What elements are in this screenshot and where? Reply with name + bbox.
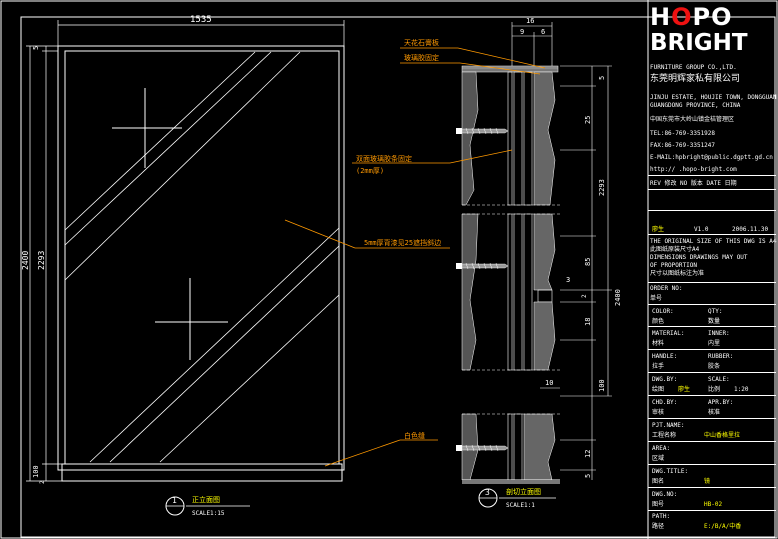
reflection-line bbox=[109, 245, 340, 463]
floor-hatch bbox=[462, 480, 560, 484]
title-block: HOPO BRIGHT FURNITURE GROUP CO.,LTD. 东莞明… bbox=[648, 3, 777, 530]
mirror-glass bbox=[64, 50, 340, 465]
dim-height-total-label: 2400 bbox=[21, 251, 30, 270]
dim-2400: 2400 bbox=[614, 289, 622, 306]
mirror-bottom-strip bbox=[61, 463, 343, 482]
callout-glue: 玻璃胶固定 bbox=[404, 53, 439, 62]
view-number: 3 bbox=[485, 488, 490, 497]
callout-tape: 双面玻璃胶条固定 bbox=[356, 154, 412, 163]
ceiling-hatch bbox=[461, 65, 559, 73]
tel: TEL:86-769-3351928 bbox=[650, 130, 716, 137]
dim-10: 10 bbox=[545, 379, 553, 387]
revision-header: REV 修改 NO 版本 DATE 日期 bbox=[650, 180, 737, 187]
view-scale: SCALE1:15 bbox=[192, 510, 225, 517]
company-logo-bright: BRIGHT bbox=[650, 30, 748, 56]
dim-width-label: 1535 bbox=[190, 15, 212, 25]
reflection-line bbox=[64, 51, 256, 231]
dim-16: 16 bbox=[526, 17, 534, 25]
screw-icon bbox=[456, 127, 509, 135]
callout-gap: 白色缝 bbox=[404, 431, 425, 440]
dim-2293: 2293 bbox=[598, 179, 606, 196]
reflection-line bbox=[64, 51, 272, 246]
screw-icon bbox=[456, 262, 509, 270]
callout-tape-thickness: (2mm厚) bbox=[356, 167, 384, 175]
mirror-outer-frame bbox=[57, 45, 345, 471]
dim-top-label: 5 bbox=[32, 46, 40, 50]
dim-18: 18 bbox=[584, 318, 592, 326]
screw-icon bbox=[456, 444, 509, 452]
dim-9: 9 bbox=[520, 28, 524, 36]
dim-height-glass-label: 2293 bbox=[37, 251, 46, 270]
callout-leader bbox=[324, 439, 401, 467]
wall-hatch-middle bbox=[461, 213, 479, 371]
view-scale: SCALE1:1 bbox=[506, 502, 535, 509]
dim-85: 85 bbox=[584, 258, 592, 266]
website: http:// .hopo-bright.com bbox=[650, 166, 737, 173]
dim-bottom-2-label: 2 bbox=[39, 480, 46, 484]
reflection-line bbox=[159, 294, 340, 463]
callout-leader bbox=[284, 219, 356, 249]
dim-100: 100 bbox=[598, 379, 606, 392]
dim-6: 6 bbox=[541, 28, 545, 36]
dim-5a: 5 bbox=[598, 76, 606, 80]
dim-2: 2 bbox=[581, 294, 588, 298]
section-view: 16 9 6 5 25 2293 85 3 2400 2 18 100 10 1… bbox=[352, 17, 622, 509]
reflection-line bbox=[64, 51, 301, 281]
dim-12: 12 bbox=[584, 450, 592, 458]
wall-hatch-upper bbox=[461, 71, 479, 206]
dim-3: 3 bbox=[566, 276, 570, 284]
front-view: 1535 2400 2293 5 100 2 5mm厚背漆见25遮挡斜边 白色缝… bbox=[21, 15, 450, 517]
view-number: 1 bbox=[172, 496, 177, 505]
dim-5b: 5 bbox=[584, 474, 592, 478]
drawing-frame bbox=[20, 16, 776, 538]
company-name-cn: 东莞明辉家私有限公司 bbox=[650, 74, 741, 84]
dim-25: 25 bbox=[584, 116, 592, 124]
company-name-en: FURNITURE GROUP CO.,LTD. bbox=[650, 64, 737, 71]
company-logo: HOPO bbox=[650, 3, 733, 31]
fax: FAX:86-769-3351247 bbox=[650, 142, 716, 149]
callout-glass: 5mm厚背漆见25遮挡斜边 bbox=[364, 238, 441, 247]
email: E-MAIL:hpbright@public.dgptt.gd.cn bbox=[650, 154, 773, 161]
view-title: 剖切立面图 bbox=[506, 487, 541, 496]
dim-bottom-100-label: 100 bbox=[32, 465, 40, 478]
callout-ceiling: 天花石膏板 bbox=[404, 38, 439, 47]
reflection-line bbox=[89, 227, 340, 463]
view-title: 正立面图 bbox=[192, 495, 220, 504]
